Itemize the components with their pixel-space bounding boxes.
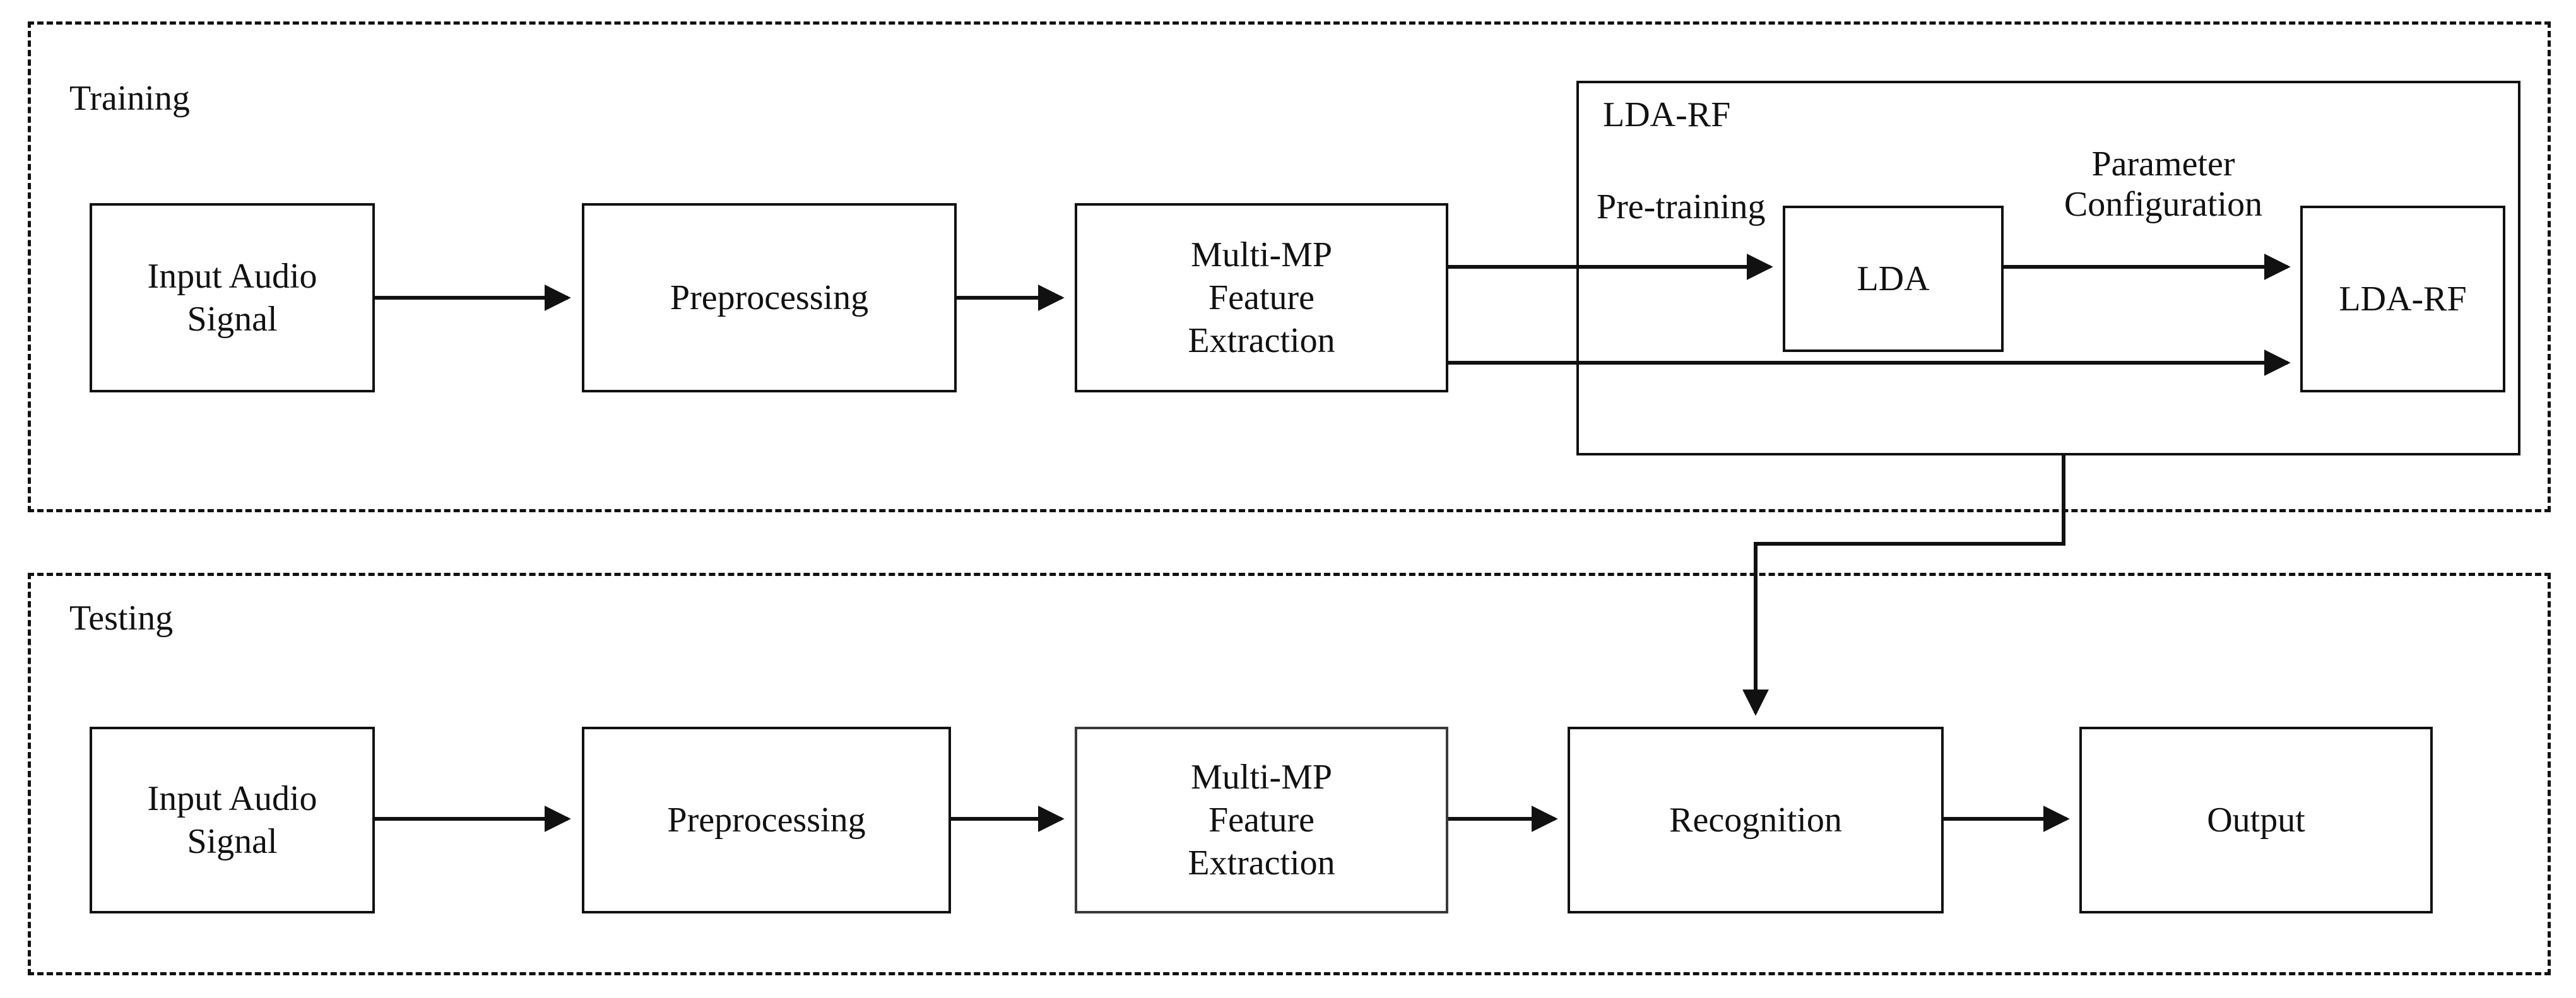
lda-node[interactable]: LDA bbox=[1783, 206, 2004, 352]
training-feature-line2: Feature bbox=[1208, 278, 1315, 317]
testing-multi-mp-feature-extraction-node[interactable]: Multi-MP Feature Extraction bbox=[1075, 727, 1448, 913]
training-section-boundary bbox=[28, 21, 2551, 512]
training-input-audio-signal-node[interactable]: Input Audio Signal bbox=[90, 203, 375, 392]
testing-input-audio-line1: Input Audio bbox=[147, 778, 317, 818]
testing-feature-line1: Multi-MP bbox=[1190, 757, 1333, 797]
recognition-node[interactable]: Recognition bbox=[1568, 727, 1944, 913]
output-node-label: Output bbox=[2207, 800, 2305, 840]
testing-input-audio-line2: Signal bbox=[187, 822, 278, 861]
training-feature-line3: Extraction bbox=[1188, 321, 1335, 361]
recognition-node-label: Recognition bbox=[1669, 800, 1842, 840]
testing-feature-line2: Feature bbox=[1208, 800, 1315, 840]
pre-training-edge-label: Pre-training bbox=[1597, 187, 1766, 226]
parameter-configuration-line2: Configuration bbox=[2064, 185, 2263, 225]
lda-rf-node-label: LDA-RF bbox=[2339, 279, 2467, 319]
lda-rf-group-label: LDA-RF bbox=[1603, 95, 1731, 134]
testing-section-boundary bbox=[28, 573, 2551, 975]
training-section-label: Training bbox=[69, 79, 190, 118]
training-preprocessing-label: Preprocessing bbox=[670, 278, 869, 317]
testing-preprocessing-node[interactable]: Preprocessing bbox=[582, 727, 951, 913]
testing-input-audio-signal-node[interactable]: Input Audio Signal bbox=[90, 727, 375, 913]
parameter-configuration-line1: Parameter bbox=[2091, 144, 2235, 184]
training-feature-line1: Multi-MP bbox=[1190, 235, 1333, 274]
testing-section-label: Testing bbox=[69, 599, 174, 638]
output-node[interactable]: Output bbox=[2079, 727, 2433, 913]
training-preprocessing-node[interactable]: Preprocessing bbox=[582, 203, 957, 392]
training-input-audio-line2: Signal bbox=[187, 300, 278, 339]
lda-node-label: LDA bbox=[1857, 259, 1930, 298]
testing-preprocessing-label: Preprocessing bbox=[667, 800, 866, 840]
training-input-audio-line1: Input Audio bbox=[147, 256, 317, 296]
parameter-configuration-edge-label: Parameter Configuration bbox=[2031, 144, 2296, 225]
training-multi-mp-feature-extraction-node[interactable]: Multi-MP Feature Extraction bbox=[1075, 203, 1448, 392]
testing-feature-line3: Extraction bbox=[1188, 843, 1335, 883]
lda-rf-node[interactable]: LDA-RF bbox=[2300, 206, 2505, 392]
